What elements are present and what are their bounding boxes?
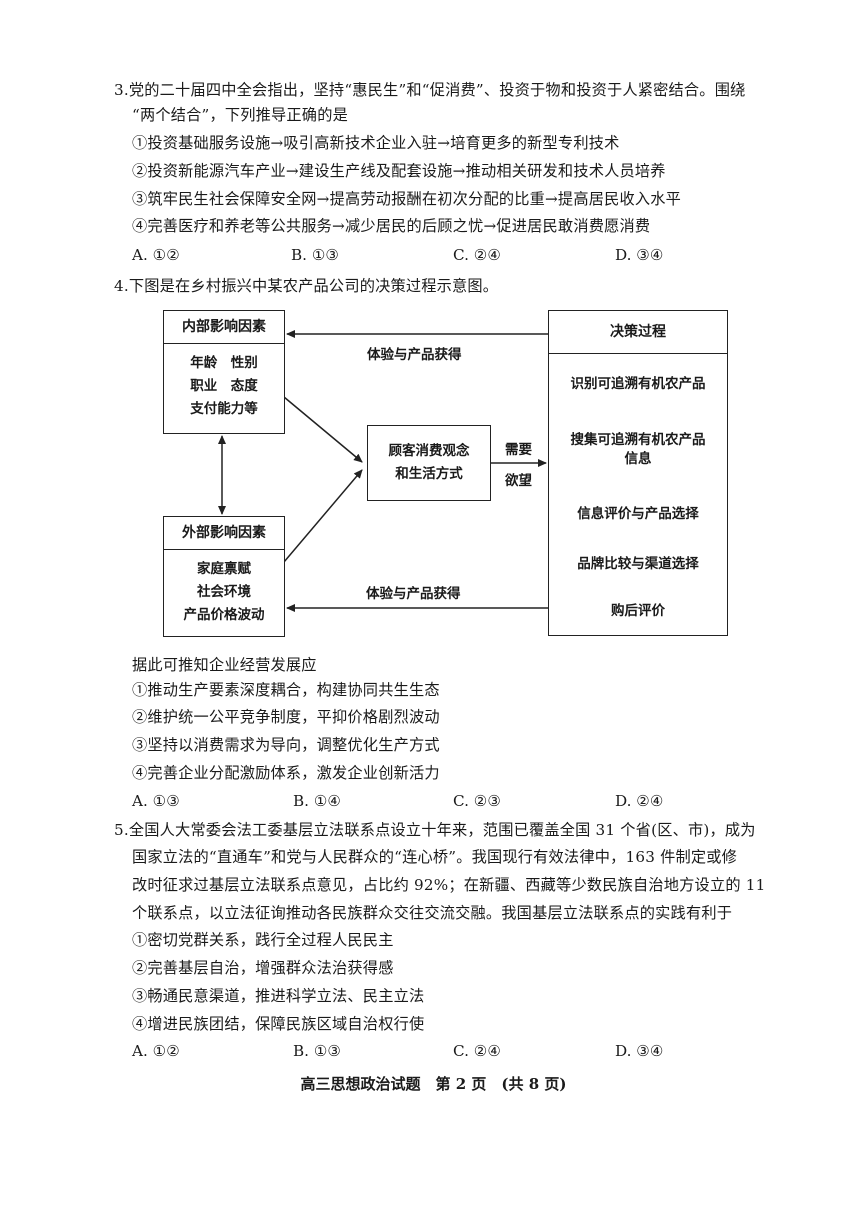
q5-stem-line-1: 5.全国人大常委会法工委基层立法联系点设立十年来，范围已覆盖全国 31 个省(区… bbox=[114, 821, 756, 839]
decision-process-title: 决策过程 bbox=[549, 311, 727, 354]
q3-item-1: ①投资基础服务设施→吸引高新技术企业入驻→培育更多的新型专利技术 bbox=[132, 134, 620, 152]
internal-factor-line-1: 年龄 性别 bbox=[190, 355, 258, 371]
external-factors-title: 外部影响因素 bbox=[164, 517, 284, 550]
consumer-concept-line-1: 顾客消费观念 bbox=[388, 443, 470, 459]
q4-item-2: ②维护统一公平竞争制度，平抑价格剧烈波动 bbox=[132, 708, 440, 726]
q5-stem-line-2: 国家立法的“直通车”和党与人民群众的“连心桥”。我国现行有效法律中，163 件制… bbox=[132, 848, 738, 866]
q5-item-4: ④增进民族团结，保障民族区域自治权行使 bbox=[132, 1015, 425, 1033]
q3-item-3: ③筑牢民生社会保障安全网→提高劳动报酬在初次分配的比重→提高居民收入水平 bbox=[132, 190, 682, 208]
arrow-external-to-center bbox=[283, 469, 363, 563]
q4-item-3: ③坚持以消费需求为导向，调整优化生产方式 bbox=[132, 736, 440, 754]
consumer-concept-box: 顾客消费观念 和生活方式 bbox=[367, 425, 491, 501]
decision-step-3: 信息评价与产品选择 bbox=[577, 506, 699, 522]
q3-stem-line-2: “两个结合”，下列推导正确的是 bbox=[132, 106, 348, 124]
q3-option-d: D. ③④ bbox=[615, 246, 664, 264]
decision-step-5: 购后评价 bbox=[611, 603, 665, 619]
q4-option-c: C. ②③ bbox=[453, 792, 501, 810]
external-factor-line-1: 家庭禀赋 bbox=[197, 561, 251, 577]
decision-process-box: 决策过程 bbox=[548, 310, 728, 636]
need-label: 需要 bbox=[505, 442, 532, 458]
q5-stem-line-4: 个联系点，以立法征询推动各民族群众交往交流交融。我国基层立法联系点的实践有利于 bbox=[132, 904, 733, 922]
q5-option-a: A. ①② bbox=[132, 1042, 180, 1060]
decision-step-2: 搜集可追溯有机农产品 bbox=[570, 432, 706, 448]
q3-option-a: A. ①② bbox=[132, 246, 180, 264]
q5-option-c: C. ②④ bbox=[453, 1042, 501, 1060]
decision-step-2-cont: 信息 bbox=[624, 451, 652, 467]
q5-stem-line-3: 改时征求过基层立法联系点意见，占比约 92%；在新疆、西藏等少数民族自治地方设立… bbox=[132, 876, 766, 894]
external-factor-line-2: 社会环境 bbox=[197, 584, 251, 600]
page-footer: 高三思想政治试题 第 2 页 (共 8 页) bbox=[300, 1075, 567, 1093]
consumer-concept-line-2: 和生活方式 bbox=[395, 466, 463, 482]
q4-item-1: ①推动生产要素深度耦合，构建协同共生生态 bbox=[132, 681, 440, 699]
internal-factors-title: 内部影响因素 bbox=[164, 311, 284, 344]
q4-option-b: B. ①④ bbox=[293, 792, 342, 810]
q3-option-c: C. ②④ bbox=[453, 246, 501, 264]
q4-prompt: 据此可推知企业经营发展应 bbox=[132, 656, 317, 674]
q4-option-d: D. ②④ bbox=[615, 792, 664, 810]
decision-step-1: 识别可追溯有机农产品 bbox=[570, 376, 706, 392]
q5-option-b: B. ①③ bbox=[293, 1042, 342, 1060]
q5-item-3: ③畅通民意渠道，推进科学立法、民主立法 bbox=[132, 987, 425, 1005]
q5-item-1: ①密切党群关系，践行全过程人民民主 bbox=[132, 931, 394, 949]
decision-step-4: 品牌比较与渠道选择 bbox=[577, 556, 699, 572]
external-factors-box: 外部影响因素 家庭禀赋 社会环境 产品价格波动 bbox=[163, 516, 285, 637]
q3-item-2: ②投资新能源汽车产业→建设生产线及配套设施→推动相关研发和技术人员培养 bbox=[132, 162, 666, 180]
feedback-label-bottom: 体验与产品获得 bbox=[366, 586, 461, 602]
q5-item-2: ②完善基层自治，增强群众法治获得感 bbox=[132, 959, 394, 977]
q3-stem-line-1: 3.党的二十届四中全会指出，坚持“惠民生”和“促消费”、投资于物和投资于人紧密结… bbox=[114, 81, 746, 99]
feedback-label-top: 体验与产品获得 bbox=[367, 347, 462, 363]
internal-factor-line-2: 职业 态度 bbox=[190, 378, 258, 394]
internal-factor-line-3: 支付能力等 bbox=[190, 401, 258, 417]
q5-option-d: D. ③④ bbox=[615, 1042, 664, 1060]
arrow-internal-to-center bbox=[283, 396, 363, 463]
q4-stem: 4.下图是在乡村振兴中某农产品公司的决策过程示意图。 bbox=[114, 277, 499, 295]
q4-item-4: ④完善企业分配激励体系，激发企业创新活力 bbox=[132, 764, 440, 782]
internal-factors-box: 内部影响因素 年龄 性别 职业 态度 支付能力等 bbox=[163, 310, 285, 434]
q3-option-b: B. ①③ bbox=[291, 246, 340, 264]
q3-item-4: ④完善医疗和养老等公共服务→减少居民的后顾之忧→促进居民敢消费愿消费 bbox=[132, 217, 651, 235]
external-factor-line-3: 产品价格波动 bbox=[183, 607, 265, 623]
desire-label: 欲望 bbox=[505, 473, 532, 489]
q4-option-a: A. ①③ bbox=[132, 792, 180, 810]
